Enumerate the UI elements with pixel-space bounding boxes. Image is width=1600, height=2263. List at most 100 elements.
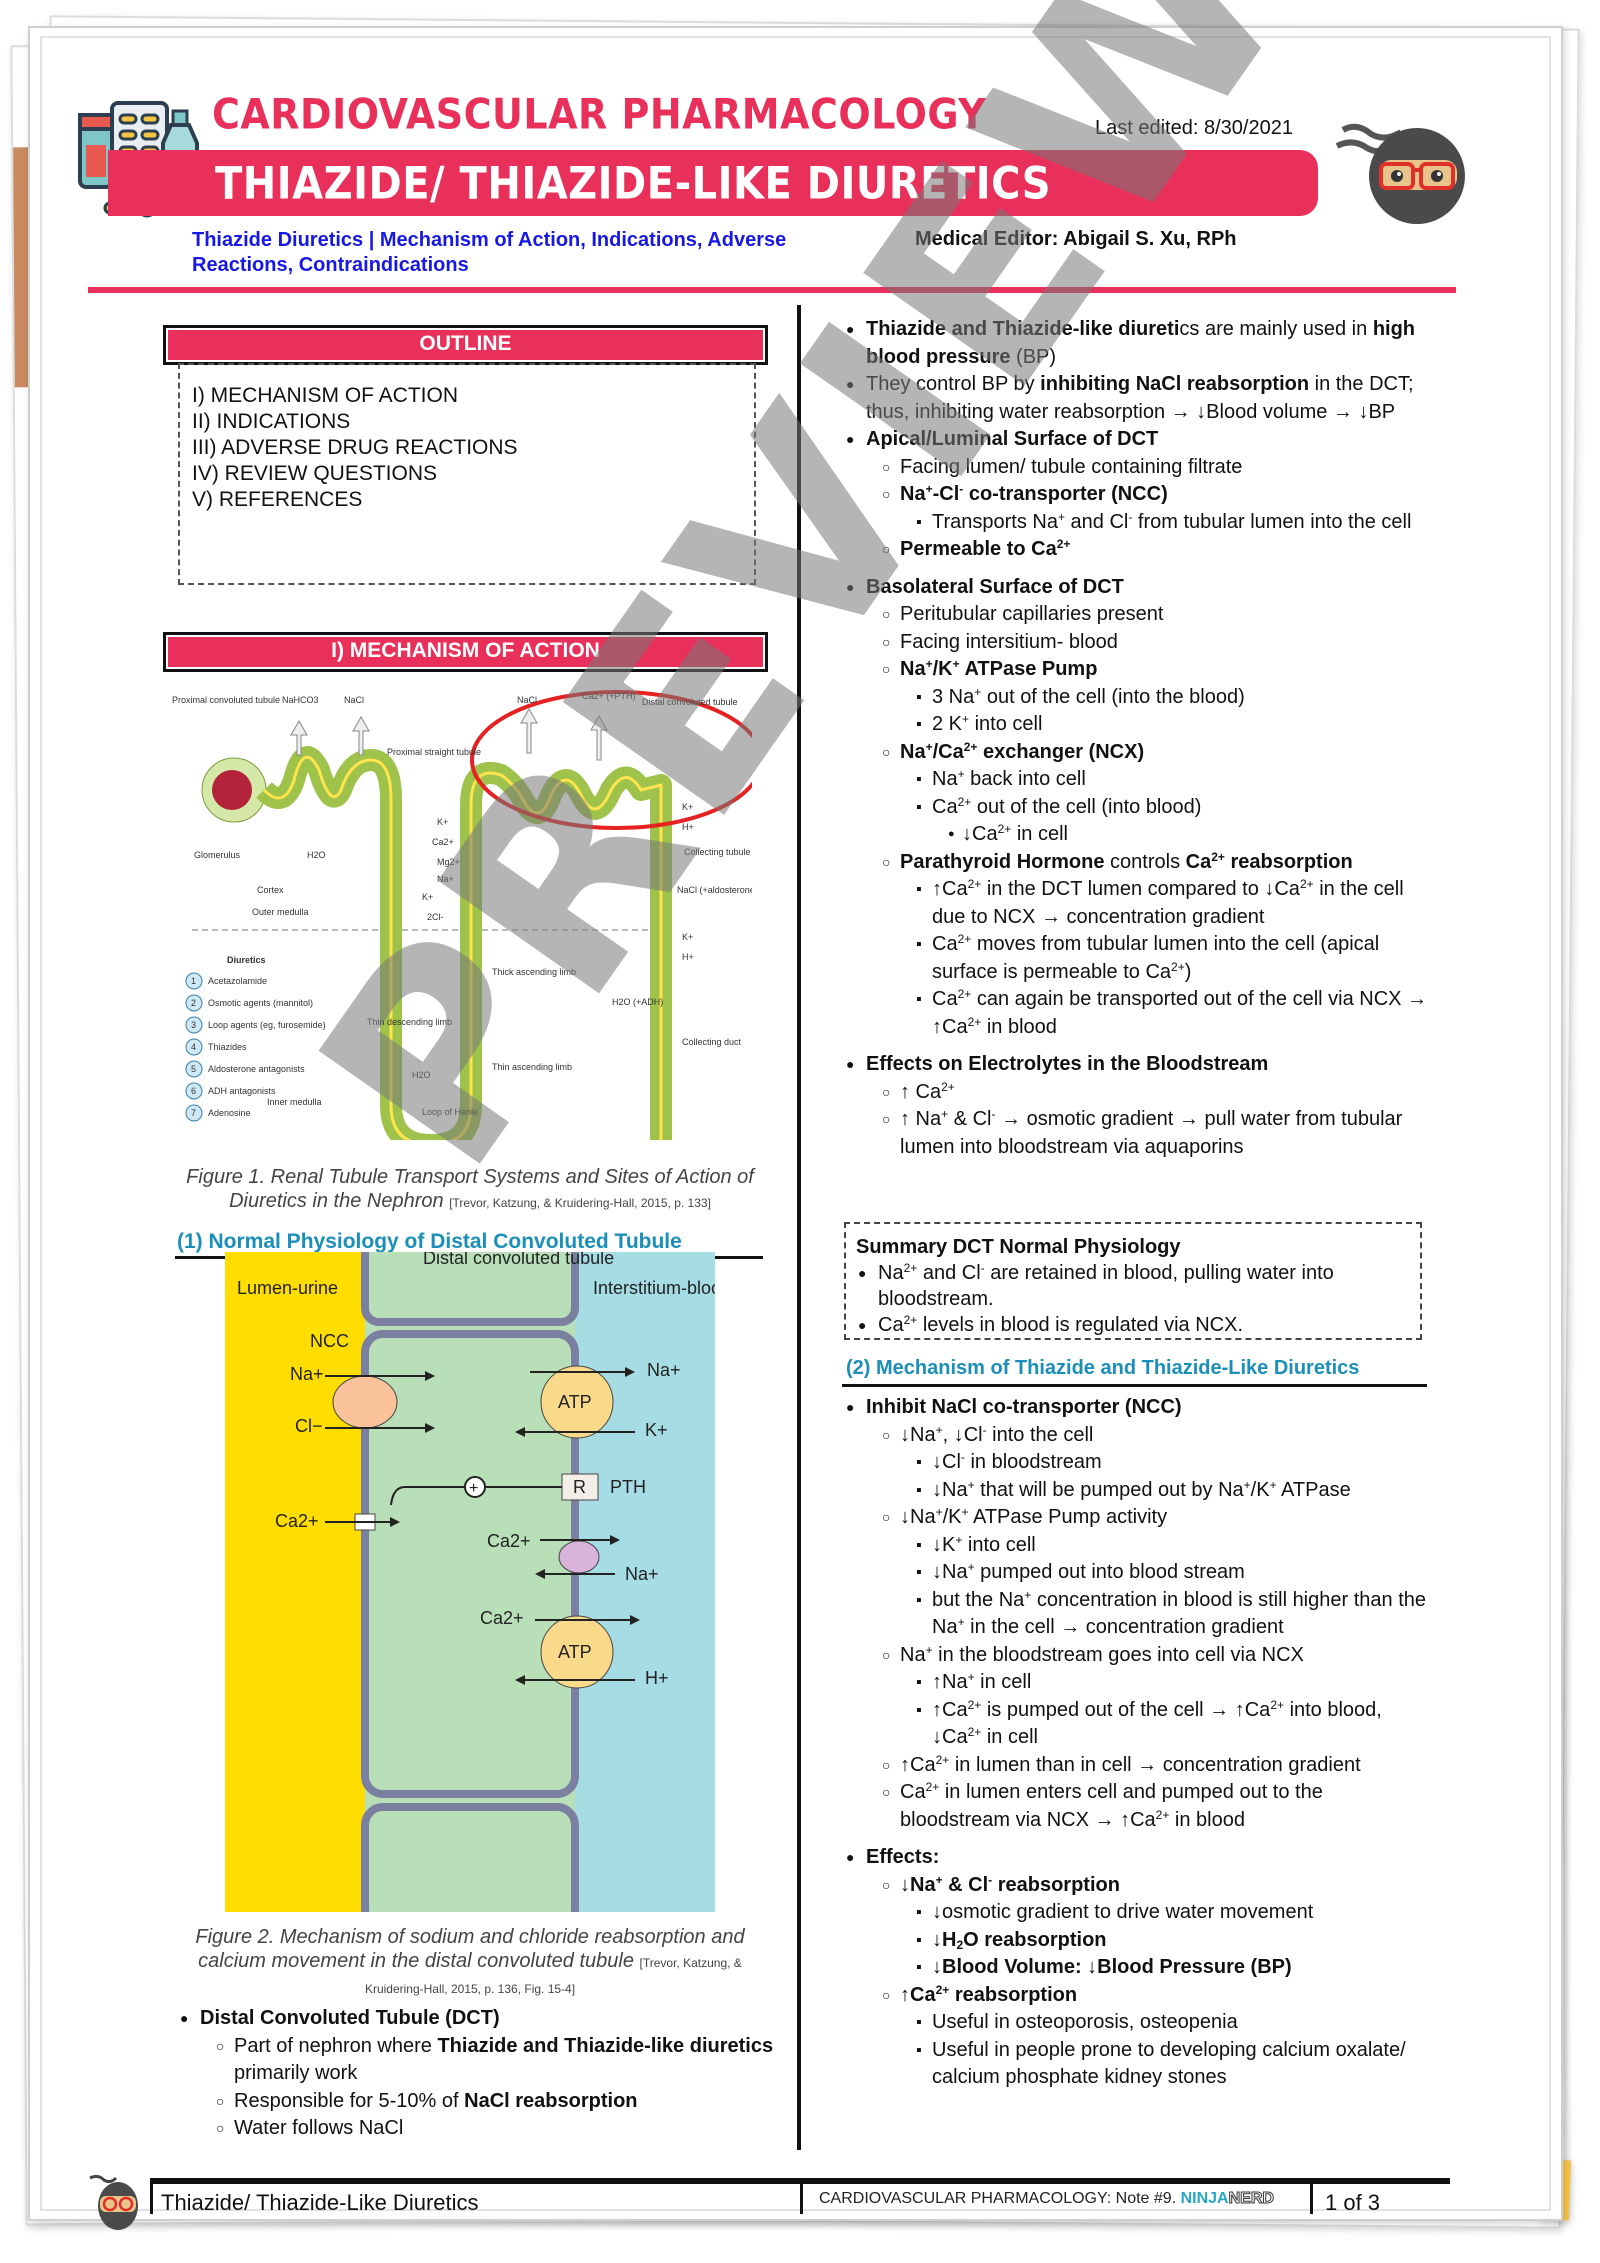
outline-item[interactable]: IV) REVIEW QUESTIONS (192, 462, 438, 485)
svg-text:2: 2 (191, 998, 196, 1008)
svg-text:H2O: H2O (307, 850, 326, 860)
summary-box: Summary DCT Normal Physiology Na2+ and C… (844, 1222, 1422, 1340)
list-item: ↑Ca2+ is pumped out of the cell → ↑Ca2+ … (844, 1697, 1434, 1752)
svg-text:Ca2+ (+PTH): Ca2+ (+PTH) (582, 691, 636, 701)
svg-text:5: 5 (191, 1064, 196, 1074)
list-item: ↑Na+ in cell (844, 1669, 1434, 1697)
outline-item[interactable]: V) REFERENCES (192, 488, 363, 511)
list-item: Useful in people prone to developing cal… (844, 2037, 1434, 2092)
list-item: but the Na+ concentration in blood is st… (844, 1587, 1434, 1642)
medical-editor: Medical Editor: Abigail S. Xu, RPh (915, 228, 1237, 250)
list-item: Inhibit NaCl co-transporter (NCC) (844, 1394, 1434, 1422)
video-link[interactable]: Thiazide Diuretics | Mechanism of Action… (192, 229, 787, 276)
outline-item[interactable]: I) MECHANISM OF ACTION (192, 384, 459, 407)
svg-text:Diuretics: Diuretics (227, 955, 266, 965)
svg-text:Loop of Henle: Loop of Henle (422, 1107, 478, 1117)
list-item: ↓Na+ & Cl- reabsorption (844, 1872, 1434, 1900)
subsection-normal-physiology: (1) Normal Physiology of Distal Convolut… (177, 1230, 682, 1253)
svg-text:Collecting duct: Collecting duct (682, 1037, 742, 1047)
list-item: Ca2+ levels in blood is regulated via NC… (856, 1312, 1410, 1338)
svg-text:H+: H+ (682, 822, 694, 832)
svg-text:H+: H+ (645, 1668, 669, 1688)
svg-text:Collecting tubule: Collecting tubule (684, 847, 751, 857)
svg-text:NaCl: NaCl (344, 695, 364, 705)
svg-text:Na+: Na+ (625, 1564, 659, 1584)
svg-text:K+: K+ (645, 1420, 668, 1440)
list-item: Apical/Luminal Surface of DCT (844, 426, 1429, 454)
svg-text:NaHCO3: NaHCO3 (282, 695, 319, 705)
list-item: ↓Na+, ↓Cl- into the cell (844, 1422, 1434, 1450)
footer-note: CARDIOVASCULAR PHARMACOLOGY: Note #9. NI… (800, 2184, 1310, 2214)
page-title: THIAZIDE/ THIAZIDE-LIKE DIURETICS (215, 158, 1052, 210)
list-item: Peritubular capillaries present (844, 601, 1429, 629)
nephron-diagram: Proximal convoluted tubule NaHCO3 NaCl P… (172, 690, 752, 1140)
list-item: ↑ Na+ & Cl- → osmotic gradient → pull wa… (844, 1106, 1429, 1161)
list-item: Facing lumen/ tubule containing filtrate (844, 454, 1429, 482)
list-item: ↓Ca2+ in cell (844, 821, 1429, 849)
list-item: ↓osmotic gradient to drive water movemen… (844, 1899, 1434, 1927)
svg-text:Ca2+: Ca2+ (275, 1511, 319, 1531)
svg-text:2Cl-: 2Cl- (427, 912, 444, 922)
list-item: ↑Ca2+ in the DCT lumen compared to ↓Ca2+… (844, 876, 1429, 931)
svg-text:Glomerulus: Glomerulus (194, 850, 241, 860)
summary-title: Summary DCT Normal Physiology (856, 1236, 1181, 1258)
svg-text:K+: K+ (422, 892, 433, 902)
svg-text:NaCl: NaCl (517, 695, 537, 705)
outline-item[interactable]: III) ADVERSE DRUG REACTIONS (192, 436, 518, 459)
list-item: Na+/Ca2+ exchanger (NCX) (844, 739, 1429, 767)
list-item: Effects on Electrolytes in the Bloodstre… (844, 1051, 1429, 1079)
svg-text:NCC: NCC (310, 1331, 349, 1351)
list-item: Facing intersitium- blood (844, 629, 1429, 657)
svg-text:PTH: PTH (610, 1477, 646, 1497)
list-item: ↓Cl- in bloodstream (844, 1449, 1434, 1477)
svg-text:Na+: Na+ (290, 1364, 324, 1384)
svg-text:Adenosine: Adenosine (208, 1108, 251, 1118)
section-header-mechanism: I) MECHANISM OF ACTION (163, 632, 768, 672)
list-item: ↓Blood Volume: ↓Blood Pressure (BP) (844, 1954, 1434, 1982)
list-item: Effects: (844, 1844, 1434, 1872)
list-item: Na+-Cl- co-transporter (NCC) (844, 481, 1429, 509)
svg-text:Mg2+: Mg2+ (437, 857, 460, 867)
svg-text:Thiazides: Thiazides (208, 1042, 247, 1052)
list-item: Parathyroid Hormone controls Ca2+ reabso… (844, 849, 1429, 877)
svg-text:H+: H+ (682, 952, 694, 962)
outline-item[interactable]: II) INDICATIONS (192, 410, 351, 433)
svg-text:ATP: ATP (558, 1642, 592, 1662)
figure1-caption: Figure 1. Renal Tubule Transport Systems… (186, 1166, 754, 1212)
footer-ninja-icon (89, 2174, 138, 2230)
list-item: Na+/K+ ATPase Pump (844, 656, 1429, 684)
list-item: Na+ back into cell (844, 766, 1429, 794)
list-item: ↓K+ into cell (844, 1532, 1434, 1560)
svg-text:Cortex: Cortex (257, 885, 284, 895)
outline-box: I) MECHANISM OF ACTION II) INDICATIONS I… (178, 363, 756, 585)
list-item: Responsible for 5-10% of NaCl reabsorpti… (178, 2088, 778, 2116)
svg-text:Thick ascending limb: Thick ascending limb (492, 967, 576, 977)
svg-text:Na+: Na+ (437, 874, 454, 884)
list-item: ↓H2O reabsorption (844, 1927, 1434, 1955)
svg-text:Outer medulla: Outer medulla (252, 907, 309, 917)
svg-text:3: 3 (191, 1020, 196, 1030)
subsection-divider (842, 1384, 1427, 1387)
svg-text:Loop agents (eg, furosemide): Loop agents (eg, furosemide) (208, 1020, 326, 1030)
svg-text:H2O (+ADH): H2O (+ADH) (612, 997, 663, 1007)
list-item: ↓Na+/K+ ATPase Pump activity (844, 1504, 1434, 1532)
overview-list: Thiazide and Thiazide-like diuretics are… (844, 316, 1429, 1161)
header-divider (88, 287, 1456, 293)
dct-cell-diagram: Lumen-urine Distal convoluted tubule Int… (225, 1252, 715, 1912)
ninja-nerd-logo: NINJA (1180, 2190, 1229, 2207)
mechanism-list: Inhibit NaCl co-transporter (NCC) ↓Na+, … (844, 1394, 1434, 2092)
subsection-thiazide-mechanism: (2) Mechanism of Thiazide and Thiazide-L… (846, 1357, 1360, 1379)
svg-text:Ca2+: Ca2+ (487, 1531, 531, 1551)
svg-text:NaCl (+aldosterone): NaCl (+aldosterone) (677, 885, 752, 895)
svg-text:Inner medulla: Inner medulla (267, 1097, 322, 1107)
list-item: 2 K+ into cell (844, 711, 1429, 739)
svg-text:K+: K+ (437, 817, 448, 827)
svg-text:Proximal convoluted tubule: Proximal convoluted tubule (172, 695, 280, 705)
svg-text:Na+: Na+ (647, 1360, 681, 1380)
svg-text:1: 1 (191, 976, 196, 986)
svg-text:Distal convoluted tubule: Distal convoluted tubule (642, 697, 738, 707)
ninja-mascot-icon (1335, 123, 1465, 224)
page-number: 1 of 3 (1310, 2184, 1430, 2215)
list-item: Basolateral Surface of DCT (844, 574, 1429, 602)
